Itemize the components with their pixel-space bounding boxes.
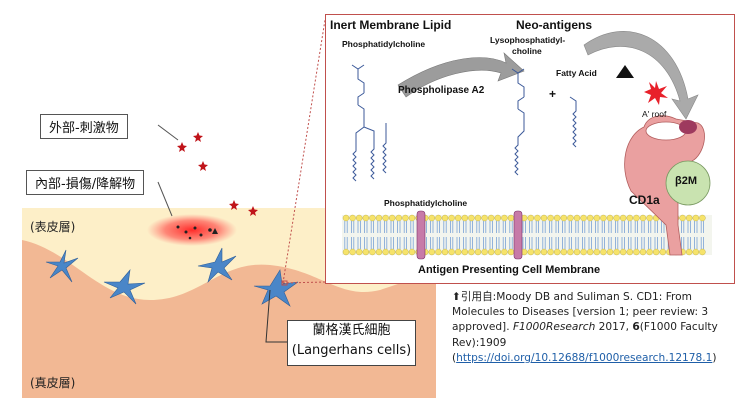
lyso-label-line2: choline [512, 46, 542, 56]
citation-volume: 6 [632, 321, 640, 334]
membrane-title: Antigen Presenting Cell Membrane [418, 264, 601, 276]
phosphatidylcholine-molecule [351, 64, 387, 182]
inset-drawing [342, 31, 712, 260]
inert-lipid-title: Inert Membrane Lipid [330, 18, 452, 32]
internal-damage-callout: 內部-損傷/降解物 [26, 170, 145, 195]
phosphatidylcholine-membrane-label: Phosphatidylcholine [384, 198, 468, 208]
langerhans-label-zh: 蘭格漢氏細胞 [312, 323, 391, 338]
triangle-marker [616, 65, 634, 78]
phosphatidylcholine-top-label: Phosphatidylcholine [342, 39, 426, 49]
citation-text-1: Moody DB and Suliman S. CD1: From Molecu… [452, 291, 709, 334]
b2m-label: β2M [675, 175, 697, 187]
membrane-proteins [416, 210, 523, 260]
b2m-domain [665, 160, 711, 206]
citation-prefix: 引用自: [460, 291, 497, 303]
citation: ⬆引用自:Moody DB and Suliman S. CD1: From M… [452, 290, 740, 366]
dermis-label: (真皮層) [30, 376, 76, 390]
cell-membrane-bilayer [342, 210, 712, 260]
cd1a-protein [624, 115, 711, 256]
langerhans-label: 蘭格漢氏細胞 (Langerhans cells) [287, 320, 416, 366]
fatty-acid-label: Fatty Acid [556, 68, 597, 78]
plus-sign: + [549, 87, 557, 101]
langerhans-label-en: (Langerhans cells) [291, 343, 412, 358]
membrane-inset-panel: Inert Membrane Lipid Neo-antigens Phosph… [325, 14, 735, 284]
external-stimulus-callout: 外部-刺激物 [40, 114, 128, 139]
cd1a-label: CD1a [629, 193, 660, 207]
citation-text-2: (F1000 Faculty Rev):1909 ( [452, 321, 718, 364]
lysophosphatidylcholine-molecule [511, 68, 525, 176]
debris-dots [176, 225, 218, 240]
neo-antigen-burst [644, 81, 668, 105]
epidermis-label: (表皮層) [30, 220, 76, 234]
lyso-label-line1: Lysophosphatidyl- [490, 35, 566, 45]
langerhans-cells [45, 247, 299, 307]
up-arrow-icon: ⬆ [452, 291, 461, 303]
a-roof-label: A' roof [642, 109, 667, 119]
fatty-acid-molecule [569, 96, 577, 148]
stimulus-stars [177, 132, 258, 216]
citation-year: 2017, [598, 321, 629, 334]
inflammation-spot [147, 214, 237, 246]
citation-close: ) [712, 351, 717, 364]
neo-antigens-title: Neo-antigens [516, 18, 593, 32]
citation-journal: F1000Research [512, 321, 596, 334]
phospholipase-label: Phospholipase A2 [398, 85, 485, 96]
doi-link[interactable]: https://doi.org/10.12688/f1000research.1… [456, 351, 713, 364]
